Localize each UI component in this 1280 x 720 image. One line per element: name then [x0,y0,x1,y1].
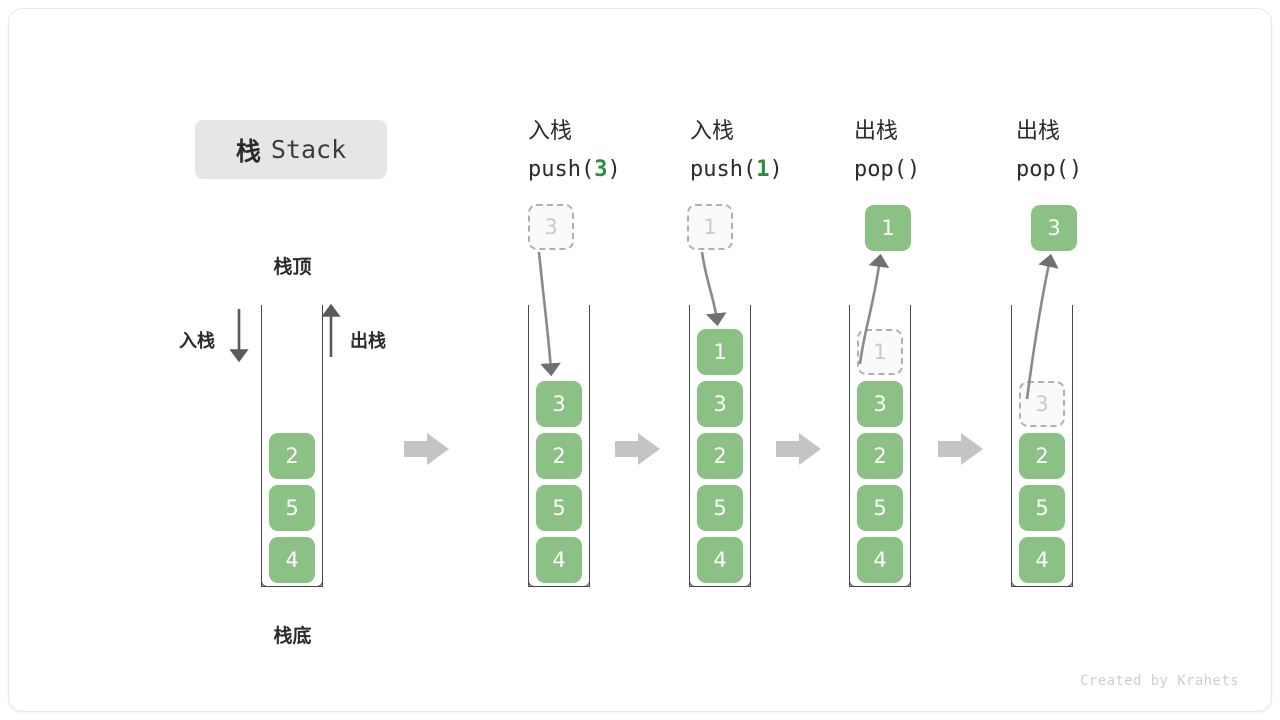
stack-step-push-1: 4 5 2 3 1 [689,305,751,587]
stack-floor [1011,586,1073,587]
popped-box-1: 1 [865,205,911,251]
stack-floor [261,586,323,587]
code-arg: 3 [594,157,608,182]
stack-step-push-3: 4 5 2 3 [528,305,590,587]
stack-corner-right [1063,577,1073,587]
stack-cell: 5 [857,485,903,531]
stack-corner-left [849,577,859,587]
step-header-pop-3: 出栈 pop() [1016,115,1166,187]
stack-wall-left [849,305,850,587]
stack-corner-left [689,577,699,587]
title-english: Stack [270,135,347,164]
title-badge: 栈 Stack [195,120,387,179]
stack-cells-pop-1: 4 5 2 3 1 [857,323,903,583]
stack-cell: 3 [857,381,903,427]
stack-cell: 1 [697,329,743,375]
stack-bottom-label: 栈底 [273,625,312,647]
title-chinese: 栈 [235,136,261,166]
stack-cell: 2 [697,433,743,479]
stack-cell-removed: 1 [857,329,903,375]
stack-cells-push-1: 4 5 2 3 1 [697,323,743,583]
code-suffix: ) [607,157,621,182]
step-header-chinese: 出栈 [1016,119,1061,144]
stack-corner-left [1011,577,1021,587]
stack-step-pop-1: 4 5 2 3 1 [849,305,911,587]
popped-box-3: 3 [1031,205,1077,251]
stack-cell: 5 [697,485,743,531]
pop-direction-label: 出栈 [350,331,386,352]
stack-step-pop-3: 4 5 2 3 [1011,305,1073,587]
stack-wall-left [1011,305,1012,587]
stack-cell: 2 [536,433,582,479]
stack-wall-right [322,305,323,587]
stack-cell: 3 [697,381,743,427]
stack-cell: 4 [857,537,903,583]
stack-cell: 4 [697,537,743,583]
stack-floor [528,586,590,587]
stack-top-label: 栈顶 [273,256,312,278]
diagram-card: 栈 Stack 栈顶 栈底 入栈 出栈 4 5 2 入栈 push(3) 3 4… [8,8,1272,712]
stack-cell: 3 [536,381,582,427]
stack-cell: 5 [269,485,315,531]
step-header-code: push(3) [528,153,678,187]
step-header-code: pop() [854,153,1004,187]
stack-cell: 4 [536,537,582,583]
code-prefix: pop( [854,157,907,182]
stack-wall-right [1072,305,1073,587]
code-arg: 1 [756,157,770,182]
stack-cells-pop-3: 4 5 2 3 [1019,375,1065,583]
stack-cell: 5 [1019,485,1065,531]
step-header-code: push(1) [690,153,840,187]
ghost-box-push-1: 1 [687,204,733,250]
stack-wall-right [589,305,590,587]
stack-wall-left [689,305,690,587]
step-header-chinese: 入栈 [528,119,573,144]
stack-initial: 4 5 2 [261,305,323,587]
stack-corner-left [261,577,271,587]
step-separator-arrow [776,433,821,465]
code-prefix: pop( [1016,157,1069,182]
stack-floor [849,586,911,587]
stack-corner-right [313,577,323,587]
step-header-push-1: 入栈 push(1) [690,115,840,187]
stack-cell: 4 [269,537,315,583]
code-suffix: ) [1068,157,1083,182]
credit-text: Created by Krahets [1080,673,1239,689]
stack-cell: 5 [536,485,582,531]
step-separator-arrow [615,433,660,465]
stack-cell-removed: 3 [1019,381,1065,427]
stack-wall-right [750,305,751,587]
step-header-push-3: 入栈 push(3) [528,115,678,187]
stack-wall-left [528,305,529,587]
stack-cell: 2 [1019,433,1065,479]
stack-cell: 4 [1019,537,1065,583]
stack-cells-initial: 4 5 2 [269,427,315,583]
ghost-box-push-3: 3 [528,204,574,250]
step-separator-arrow [938,433,983,465]
step-separator-arrow [404,433,449,465]
code-prefix: push( [690,157,757,182]
stack-wall-left [261,305,262,587]
stack-cells-push-3: 4 5 2 3 [536,375,582,583]
stack-corner-left [528,577,538,587]
step-header-chinese: 出栈 [854,119,899,144]
stack-cell: 2 [269,433,315,479]
code-prefix: push( [528,157,595,182]
push-direction-label: 入栈 [179,331,215,352]
stack-cell: 2 [857,433,903,479]
code-suffix: ) [769,157,783,182]
step-header-code: pop() [1016,153,1166,187]
stack-wall-right [910,305,911,587]
step-header-pop-1: 出栈 pop() [854,115,1004,187]
step-header-chinese: 入栈 [690,119,735,144]
code-suffix: ) [906,157,921,182]
stack-corner-right [741,577,751,587]
stack-corner-right [580,577,590,587]
stack-corner-right [901,577,911,587]
stack-floor [689,586,751,587]
